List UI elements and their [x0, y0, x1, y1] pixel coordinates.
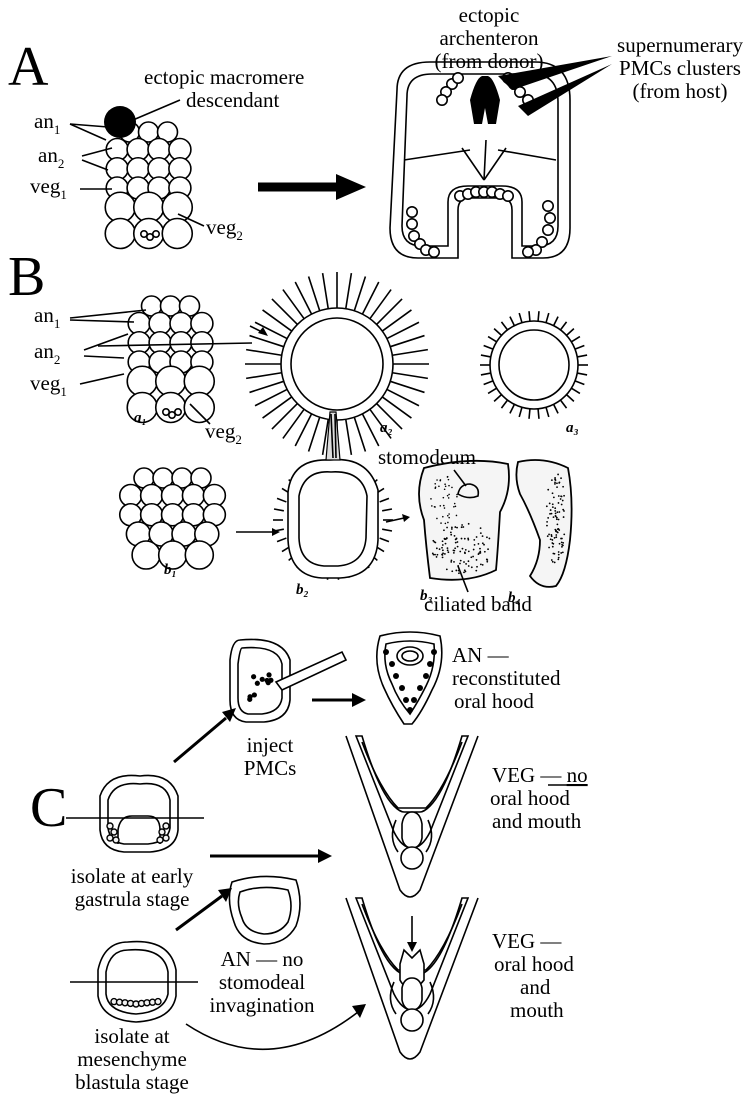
ectopic-macromere-label-1: ectopic macromere — [144, 65, 304, 89]
svg-text:veg2: veg2 — [205, 419, 242, 447]
panel-a-veg1-label: veg1 — [30, 174, 67, 202]
stage-a1: a₁ — [134, 410, 147, 426]
veg-no-label-3: and mouth — [492, 809, 582, 833]
pmcs-label-1: supernumerary — [617, 33, 743, 57]
panel-a-an1-label: an1 — [34, 109, 60, 137]
svg-text:an2: an2 — [34, 339, 60, 367]
veg-oral-label-1: VEG — — [492, 929, 562, 953]
an-no-label-1: AN — no — [221, 947, 304, 971]
svg-text:an1: an1 — [34, 303, 60, 331]
veg-no-label-2: oral hood — [490, 786, 570, 810]
stage-b2: b₂ — [296, 582, 309, 598]
pmcs-label-3: (from host) — [632, 79, 727, 103]
c-arrow-up-1 — [174, 718, 226, 762]
pmcs-label-2: PMCs clusters — [619, 56, 741, 80]
veg-no-label: VEG — no — [492, 763, 588, 787]
an-oral-label-1: AN — — [452, 643, 510, 667]
panel-b-a3-sphere — [480, 311, 588, 419]
svg-text:an1: an1 — [34, 109, 60, 137]
an-oral-label-2: reconstituted — [452, 666, 561, 690]
stage-b1: b₁ — [164, 562, 177, 578]
panel-a-veg2-label: veg2 — [206, 215, 243, 243]
panel-b-veg2-label: veg2 — [205, 419, 242, 447]
an-no-label-2: stomodeal — [219, 970, 305, 994]
panel-b-an1-label: an1 — [34, 303, 60, 331]
stomodeum-label: stomodeum — [378, 445, 476, 469]
archenteron-label-3: (from donor) — [434, 49, 543, 73]
svg-text:veg1: veg1 — [30, 174, 67, 202]
svg-text:an2: an2 — [38, 143, 64, 171]
inject-label-1: inject — [247, 733, 294, 757]
an-no-label-3: invagination — [210, 993, 315, 1017]
reconstituted-larva — [377, 632, 442, 724]
early-gastrula — [100, 775, 178, 852]
isolate-gastrula-1: isolate at early — [71, 864, 194, 888]
veg-no-larva — [346, 736, 478, 897]
veg-oral-label-3: and — [520, 975, 551, 999]
panel-a-letter: A — [8, 36, 49, 98]
panel-a-arrow-head — [336, 174, 366, 200]
panel-b-embryo-a1 — [127, 296, 214, 423]
stage-a2: a₂ — [380, 420, 393, 436]
panel-a-an2-label: an2 — [38, 143, 64, 171]
panel-c-letter: C — [30, 777, 67, 839]
panel-b-veg1-label: veg1 — [30, 371, 67, 399]
veg-oral-label-4: mouth — [510, 998, 564, 1022]
panel-a-larva — [390, 62, 570, 258]
an-no-embryo — [229, 876, 300, 944]
ectopic-macromere-cell — [104, 106, 136, 138]
panel-b-b3-larva — [419, 461, 509, 580]
isolate-gastrula-2: gastrula stage — [75, 887, 190, 911]
archenteron-label-1: ectopic — [459, 3, 520, 27]
isolate-blastula-3: blastula stage — [75, 1070, 189, 1094]
panel-b-embryo-b1 — [120, 468, 226, 569]
panel-b-an2-label: an2 — [34, 339, 60, 367]
macromere-leader — [133, 100, 180, 120]
ectopic-macromere-label-2: descendant — [186, 88, 279, 112]
veg-oral-label-2: oral hood — [494, 952, 574, 976]
isolate-blastula-1: isolate at — [94, 1024, 169, 1048]
inject-label-2: PMCs — [244, 756, 297, 780]
panel-a-embryo — [105, 122, 192, 249]
inject-pmcs-embryo — [230, 639, 346, 722]
panel-b-letter: B — [8, 246, 45, 308]
panel-b-b4-larva — [516, 460, 571, 587]
an-oral-label-3: oral hood — [454, 689, 534, 713]
svg-text:VEG — no: VEG — no — [492, 763, 588, 787]
svg-text:veg2: veg2 — [206, 215, 243, 243]
archenteron-label-2: archenteron — [439, 26, 539, 50]
c-arrow-curve — [186, 1012, 358, 1049]
isolate-blastula-2: mesenchyme — [77, 1047, 187, 1071]
ciliated-band-label: ciliated band — [424, 592, 532, 616]
svg-text:veg1: veg1 — [30, 371, 67, 399]
stage-a3: a₃ — [566, 420, 579, 436]
